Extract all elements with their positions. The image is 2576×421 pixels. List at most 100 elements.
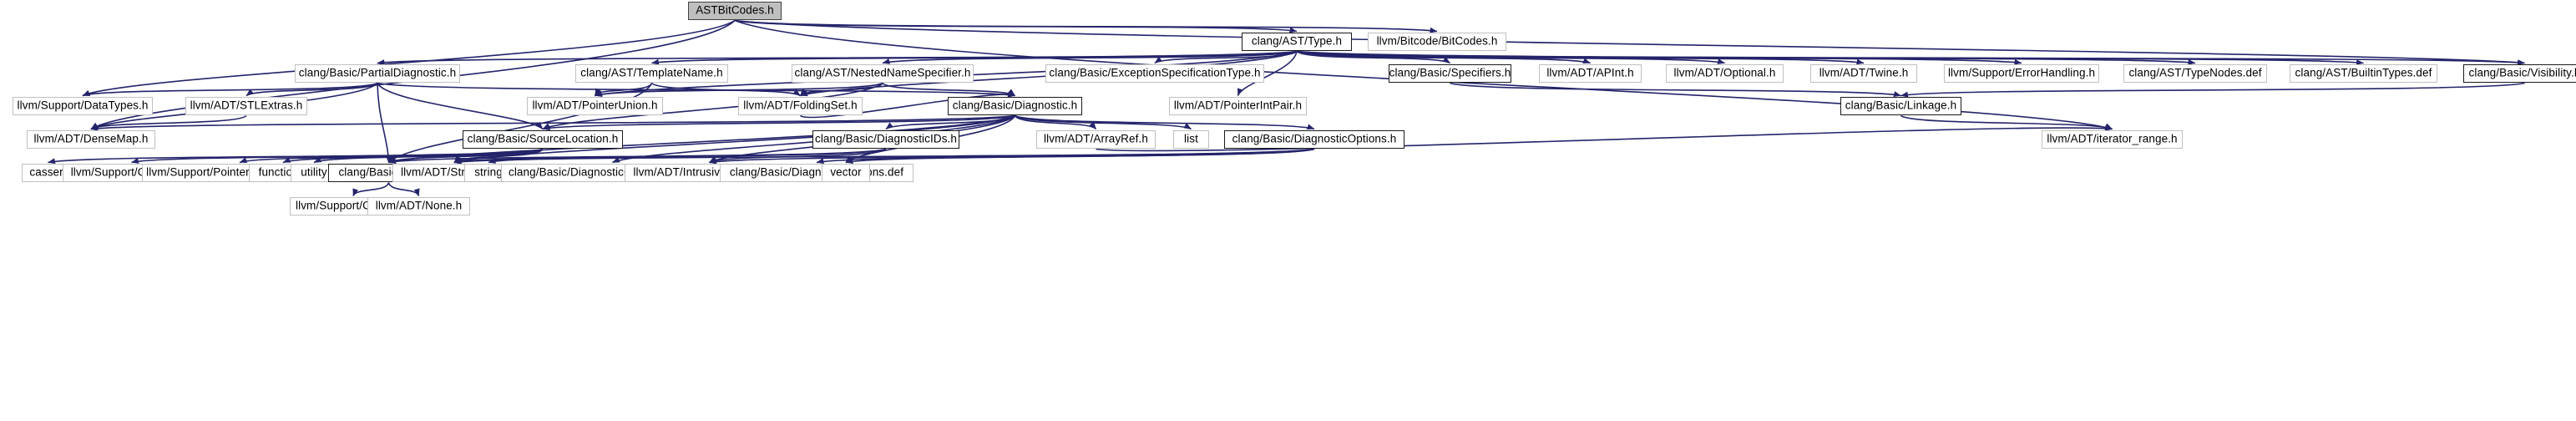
graph-edge — [82, 19, 736, 97]
graph-edge — [651, 50, 1298, 65]
graph-edge — [1154, 50, 1298, 64]
graph-edge — [313, 148, 544, 164]
graph-edge — [1450, 82, 1901, 98]
graph-node-clang-basic-diagnosticids-h[interactable]: clang/Basic/DiagnosticIDs.h — [812, 130, 959, 149]
graph-node-clang-basic-linkage-h[interactable]: clang/Basic/Linkage.h — [1840, 97, 1961, 115]
graph-edge — [388, 148, 544, 164]
graph-node-list[interactable]: list — [1173, 130, 1209, 149]
graph-node-label: llvm/Support/DataTypes.h — [17, 99, 149, 112]
graph-edge — [387, 83, 653, 164]
graph-node-llvm-adt-twine-h[interactable]: llvm/ADT/Twine.h — [1810, 64, 1917, 83]
graph-node-label: clang/Basic/DiagnosticIDs.h — [814, 132, 958, 145]
graph-node-label: clang/Basic/DiagnosticOptions.def — [729, 165, 904, 179]
graph-node-label: clang/Basic/PartialDiagnostic.h — [298, 66, 457, 79]
graph-node-llvm-adt-foldingset-h[interactable]: llvm/ADT/FoldingSet.h — [738, 97, 863, 115]
graph-node-clang-basic-diagnostic-h[interactable]: clang/Basic/Diagnostic.h — [948, 97, 1082, 115]
graph-node-label: vector — [830, 165, 862, 179]
graph-node-label: list — [1184, 132, 1198, 145]
graph-edge — [453, 148, 544, 164]
graph-node-label: ASTBitCodes.h — [696, 3, 774, 17]
graph-edge — [388, 148, 887, 165]
graph-node-vector[interactable]: vector — [822, 164, 870, 182]
graph-edge — [282, 148, 544, 164]
graph-node-clang-basic-partialdiagnostic-h[interactable]: clang/Basic/PartialDiagnostic.h — [295, 64, 460, 83]
graph-node-llvm-adt-pointerintpair-h[interactable]: llvm/ADT/PointerIntPair.h — [1169, 97, 1307, 115]
graph-node-llvm-adt-apint-h[interactable]: llvm/ADT/APInt.h — [1539, 64, 1642, 83]
graph-node-clang-basic-sourcelocation-h[interactable]: clang/Basic/SourceLocation.h — [463, 130, 623, 149]
graph-edge — [90, 114, 1015, 132]
graph-node-label: clang/Basic/SourceLocation.h — [467, 132, 619, 145]
graph-edge — [377, 83, 392, 163]
graph-node-label: clang/Basic/DiagnosticOptions.h — [1232, 132, 1397, 145]
graph-node-label: cassert — [29, 165, 67, 179]
graph-node-label: llvm/ADT/Twine.h — [1819, 66, 1909, 79]
graph-edge — [1014, 114, 1192, 130]
graph-node-llvm-bitcode-bitcodes-h[interactable]: llvm/Bitcode/BitCodes.h — [1368, 33, 1506, 51]
graph-node-llvm-adt-optional-h[interactable]: llvm/ADT/Optional.h — [1666, 64, 1784, 83]
graph-node-llvm-support-errorhandling-h[interactable]: llvm/Support/ErrorHandling.h — [1944, 64, 2099, 83]
graph-edge — [1296, 50, 1450, 64]
graph-edge — [1296, 50, 2525, 66]
graph-edge — [488, 148, 887, 164]
graph-node-label: llvm/Bitcode/BitCodes.h — [1376, 34, 1498, 48]
graph-edge — [245, 82, 378, 97]
graph-edge — [377, 82, 1015, 98]
graph-node-label: string — [474, 165, 503, 179]
graph-edge — [131, 148, 544, 164]
graph-node-label: clang/Basic/Visibility.h — [2468, 66, 2576, 79]
graph-edge — [90, 114, 247, 130]
graph-edge — [816, 148, 1315, 165]
graph-node-clang-basic-diagnosticoptions-def[interactable]: clang/Basic/DiagnosticOptions.def — [720, 164, 913, 182]
graph-edge — [650, 82, 801, 97]
graph-node-llvm-support-datatypes-h[interactable]: llvm/Support/DataTypes.h — [13, 97, 153, 115]
graph-edge — [239, 148, 544, 164]
graph-edge — [1296, 50, 1591, 64]
graph-node-label: llvm/ADT/iterator_range.h — [2047, 132, 2178, 145]
graph-edge — [594, 82, 653, 97]
graph-edge — [1296, 50, 2196, 66]
graph-node-clang-basic-visibility-h[interactable]: clang/Basic/Visibility.h — [2463, 64, 2576, 83]
graph-edge — [709, 148, 887, 164]
graph-edge — [1014, 114, 1097, 130]
graph-edge — [1296, 50, 1865, 65]
graph-node-label: clang/AST/TemplateName.h — [580, 66, 723, 79]
graph-node-llvm-adt-none-h[interactable]: llvm/ADT/None.h — [367, 197, 470, 216]
graph-node-clang-basic-diagnosticoptions-h[interactable]: clang/Basic/DiagnosticOptions.h — [1224, 130, 1404, 149]
graph-node-label: clang/Basic/Specifiers.h — [1389, 66, 1511, 79]
graph-node-clang-basic-specifiers-h[interactable]: clang/Basic/Specifiers.h — [1389, 64, 1511, 83]
graph-node-llvm-adt-pointerunion-h[interactable]: llvm/ADT/PointerUnion.h — [527, 97, 663, 115]
graph-node-clang-basic-exceptionspecificationtype-h[interactable]: clang/Basic/ExceptionSpecificationType.h — [1045, 64, 1264, 83]
graph-node-label: clang/AST/TypeNodes.def — [2128, 66, 2262, 79]
graph-edge — [1296, 50, 2022, 65]
graph-node-label: llvm/ADT/APInt.h — [1546, 66, 1634, 79]
graph-edge — [377, 83, 544, 130]
graph-node-llvm-adt-densemap-h[interactable]: llvm/ADT/DenseMap.h — [27, 130, 155, 149]
graph-node-clang-ast-builtintypes-def[interactable]: clang/AST/BuiltinTypes.def — [2290, 64, 2437, 83]
graph-edge — [453, 148, 887, 164]
graph-node-llvm-adt-stlextras-h[interactable]: llvm/ADT/STLExtras.h — [185, 97, 307, 115]
graph-edge — [882, 82, 1015, 97]
graph-edge — [1900, 114, 2113, 130]
graph-node-clang-ast-typenodes-def[interactable]: clang/AST/TypeNodes.def — [2123, 64, 2267, 83]
graph-node-llvm-adt-arrayref-h[interactable]: llvm/ADT/ArrayRef.h — [1036, 130, 1156, 149]
graph-edge — [1900, 82, 2525, 98]
graph-node-clang-ast-nestednamespecifier-h[interactable]: clang/AST/NestedNameSpecifier.h — [792, 64, 974, 83]
graph-node-string[interactable]: string — [464, 164, 513, 182]
graph-node-utility[interactable]: utility — [291, 164, 337, 182]
graph-node-llvm-adt-iterator-range-h[interactable]: llvm/ADT/iterator_range.h — [2042, 130, 2183, 149]
graph-node-label: llvm/ADT/DenseMap.h — [33, 132, 149, 145]
graph-node-clang-ast-templatename-h[interactable]: clang/AST/TemplateName.h — [575, 64, 728, 83]
graph-edge — [1296, 50, 2364, 66]
graph-edge — [734, 19, 1298, 33]
graph-edge — [542, 114, 1015, 131]
graph-node-astbitcodes-h[interactable]: ASTBitCodes.h — [688, 2, 782, 20]
graph-node-label: clang/Basic/Diagnostic.h — [952, 99, 1078, 112]
graph-edge — [387, 182, 420, 196]
graph-edge — [1296, 50, 1725, 64]
graph-edge — [799, 82, 883, 97]
graph-node-clang-ast-type-h[interactable]: clang/AST/Type.h — [1242, 33, 1352, 51]
graph-node-label: clang/AST/BuiltinTypes.def — [2295, 66, 2432, 79]
graph-node-label: llvm/ADT/STLExtras.h — [190, 99, 303, 112]
graph-node-label: llvm/ADT/None.h — [375, 199, 463, 212]
